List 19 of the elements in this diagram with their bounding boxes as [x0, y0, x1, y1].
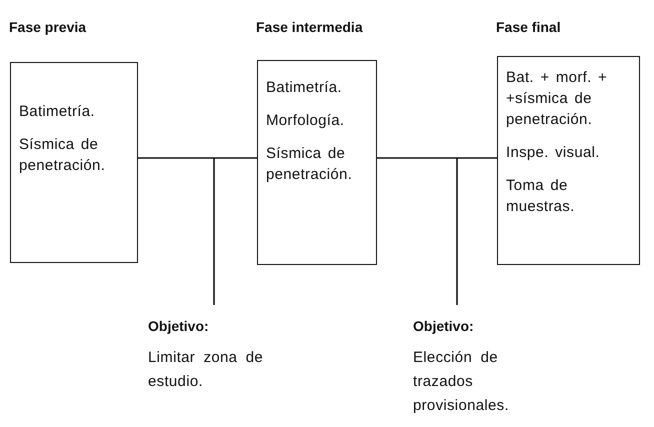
phase-heading: Fase previa	[9, 19, 86, 35]
phase-item: Sísmica de penetración.	[19, 135, 106, 176]
connector-line	[456, 158, 458, 305]
phase-item: Batimetría.	[266, 78, 343, 98]
objective-text: Limitar zona de estudio.	[148, 348, 264, 392]
phase-item: Sísmica de penetración.	[266, 144, 354, 185]
objective-heading: Objetivo:	[148, 318, 210, 334]
phase-item: Inspe. visual.	[506, 143, 601, 163]
phase-heading: Fase final	[496, 19, 561, 35]
phase-item: Toma de muestras.	[506, 176, 576, 217]
phase-heading: Fase intermedia	[256, 19, 363, 35]
objective-heading: Objetivo:	[413, 318, 475, 334]
phase-item: Batimetría.	[19, 102, 96, 122]
connector-line	[377, 157, 497, 159]
objective-text: Elección de trazados provisionales.	[413, 348, 510, 416]
connector-line	[213, 158, 215, 305]
phase-item: Bat. + morf. + +sísmica de penetración.	[506, 68, 608, 130]
connector-line	[138, 157, 257, 159]
phase-item: Morfología.	[266, 111, 346, 131]
